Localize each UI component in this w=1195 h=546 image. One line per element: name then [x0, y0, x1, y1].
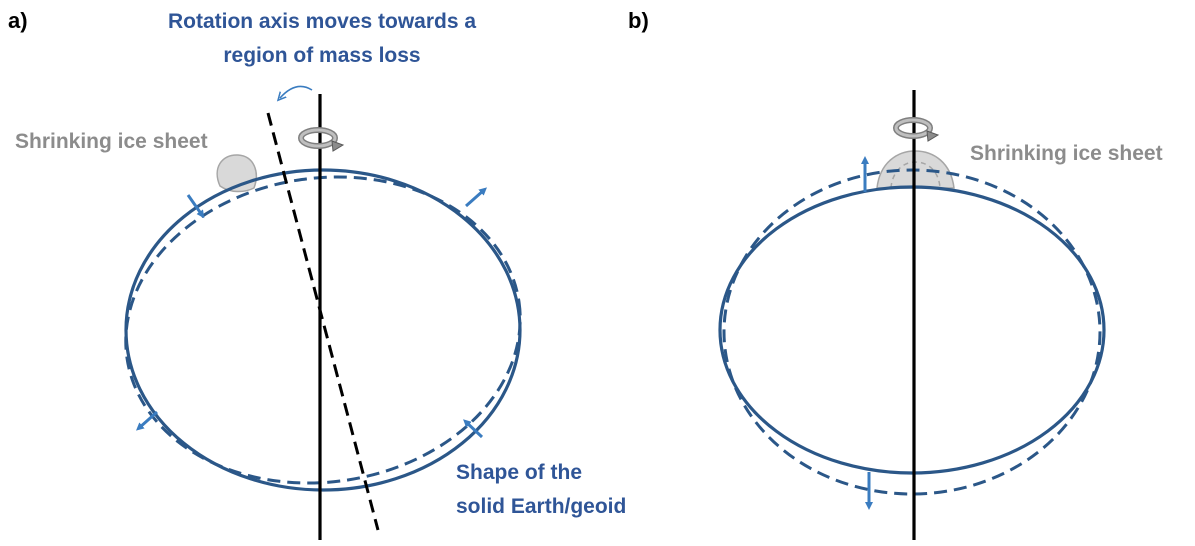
shifted-rotation-axis	[266, 112, 380, 531]
ice-sheet-label-b: Shrinking ice sheet	[970, 142, 1163, 165]
deformation-arrow-outward-left	[136, 410, 158, 431]
shape-label-line1: Shape of the	[456, 461, 582, 484]
rotation-arrow-icon	[298, 127, 345, 152]
rotation-arrow-icon-b	[893, 117, 940, 142]
axis-shift-caption-line1: Rotation axis moves towards a	[168, 10, 476, 33]
panel-a: a) Rotation axis moves towards a region …	[8, 8, 626, 540]
deformation-arrow-down-left	[186, 194, 205, 219]
axis-shift-curved-arrow-icon	[280, 85, 313, 98]
axis-shift-caption-line2: region of mass loss	[223, 44, 420, 67]
geoid-dashed-outline-b	[722, 168, 1102, 496]
solid-earth-outline-a	[124, 168, 522, 492]
panel-b: b) Shrinking ice sheet	[628, 8, 1163, 540]
panel-b-label: b)	[628, 8, 649, 33]
deformation-arrow-inward-right	[463, 419, 484, 439]
shape-label-line2: solid Earth/geoid	[456, 495, 626, 518]
ice-sheet-label-a: Shrinking ice sheet	[15, 130, 208, 153]
geoid-dashed-outline-a	[124, 175, 522, 485]
deformation-arrow-up-right	[465, 187, 487, 208]
solid-earth-outline-b	[718, 185, 1106, 475]
panel-a-label: a)	[8, 8, 28, 33]
